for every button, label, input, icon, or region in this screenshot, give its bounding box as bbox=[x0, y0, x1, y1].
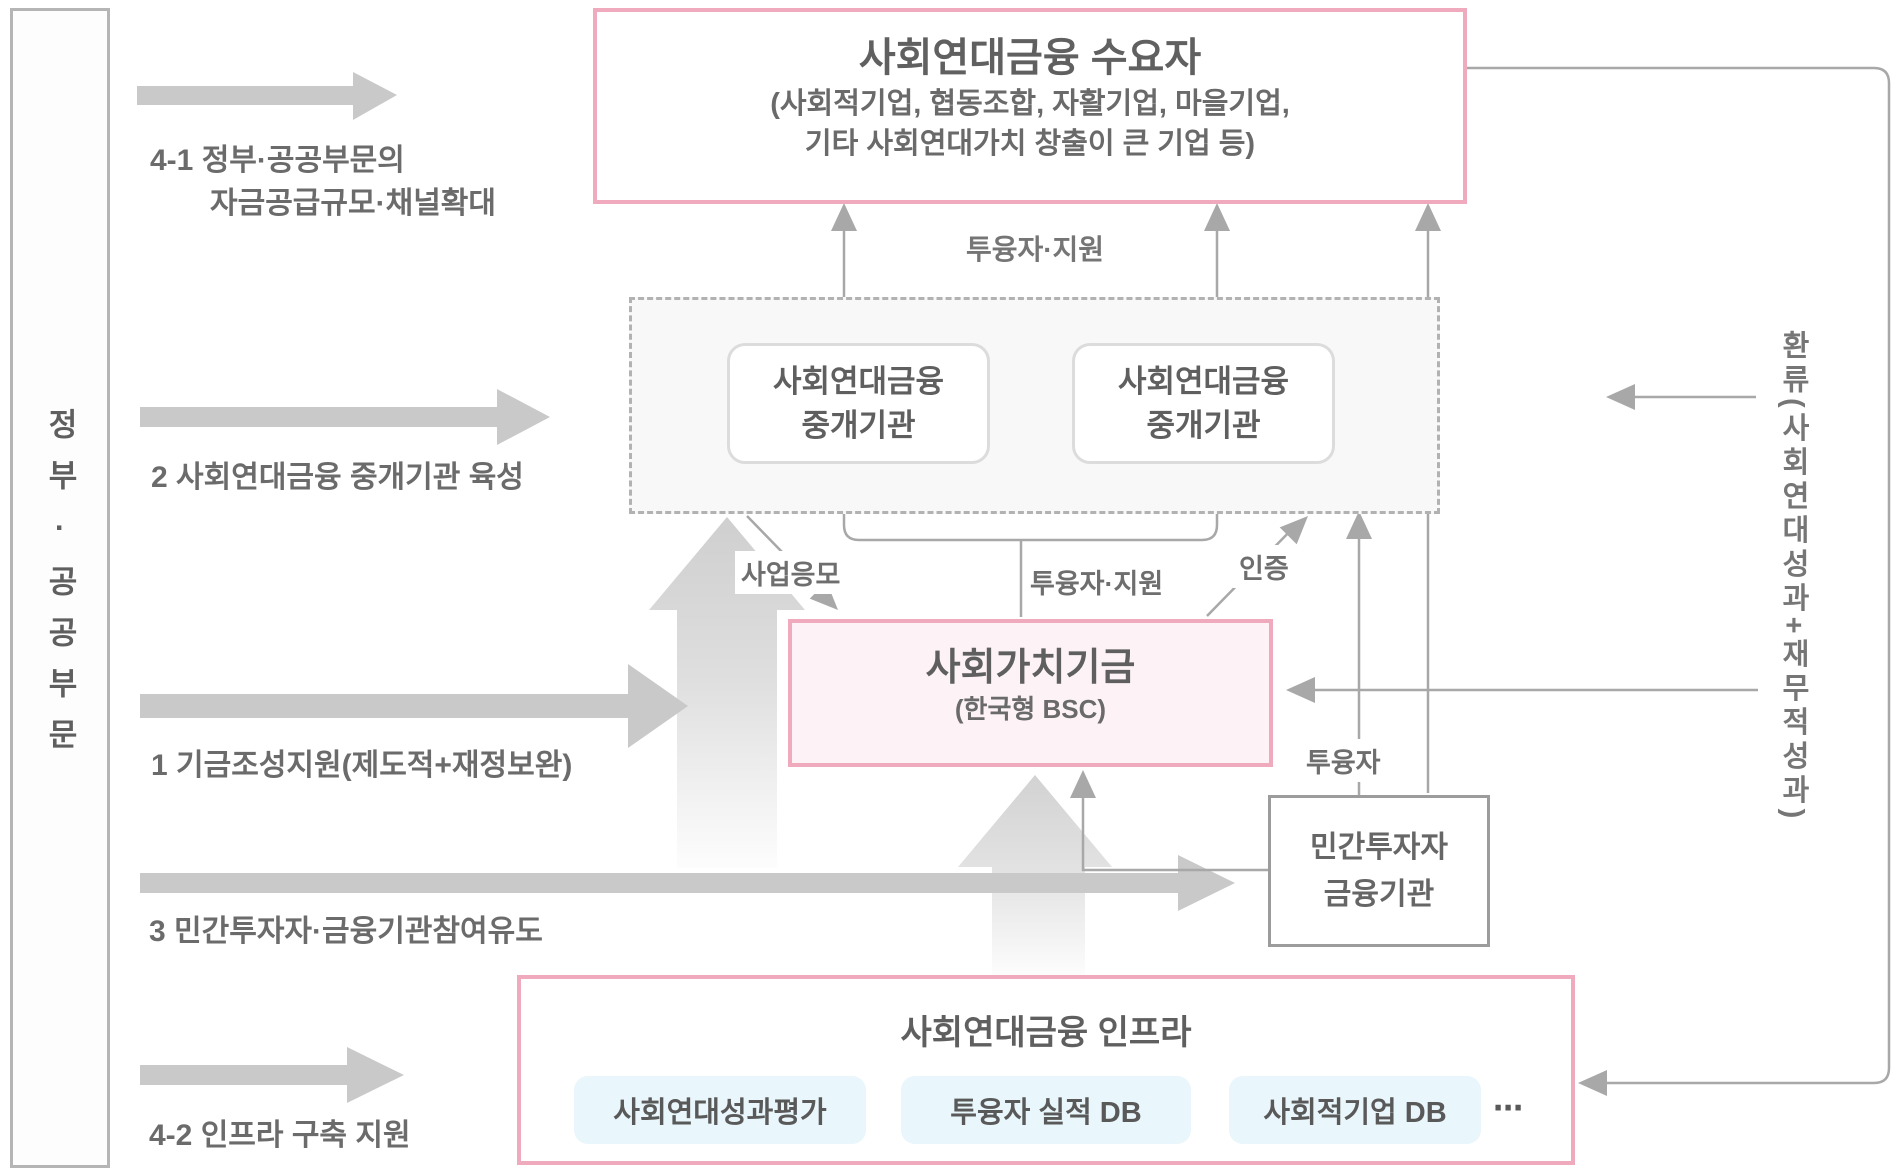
fund-box-title: 사회가치기금 bbox=[925, 647, 1136, 689]
infra-box-title: 사회연대금융 인프라 bbox=[900, 1014, 1192, 1052]
gov-action-2: 2 사회연대금융 중개기관 육성 bbox=[151, 461, 524, 494]
infra-box: 사회연대금융 인프라 사회연대성과평가 투융자 실적 DB 사회적기업 DB ⋯ bbox=[517, 975, 1575, 1165]
infra-chip-performance-eval: 사회연대성과평가 bbox=[574, 1076, 866, 1144]
infra-chip-social-enterprise-db: 사회적기업 DB bbox=[1229, 1076, 1481, 1144]
fund-box: 사회가치기금 (한국형 BSC) bbox=[788, 619, 1273, 767]
gov-action-4-1-line1: 4-1 정부·공공부문의 bbox=[150, 144, 405, 177]
demand-box-title: 사회연대금융 수요자 bbox=[858, 36, 1202, 80]
gov-arrow-4-2 bbox=[140, 1047, 404, 1103]
big-arrow-infra-to-fund bbox=[958, 775, 1112, 985]
gov-arrow-2 bbox=[140, 389, 550, 445]
arrowhead-invest bbox=[1346, 511, 1372, 539]
private-box-line1: 민간투자자 bbox=[1310, 831, 1448, 864]
intermediary-left-line1: 사회연대금융 bbox=[772, 363, 945, 399]
gov-arrow-3 bbox=[140, 855, 1235, 911]
private-investor-box: 민간투자자 금융기관 bbox=[1268, 795, 1490, 947]
label-apply: 사업응모 bbox=[735, 551, 847, 594]
arrowhead-private-to-fund bbox=[1070, 770, 1096, 798]
arrowhead-up-demand-left bbox=[831, 203, 857, 231]
label-invest-support-mid: 투융자·지원 bbox=[1030, 569, 1164, 599]
loop-demand-to-infra bbox=[1467, 66, 1891, 1085]
line-private-to-fund bbox=[1081, 796, 1268, 872]
infra-ellipsis: ⋯ bbox=[1493, 1092, 1523, 1125]
label-certification: 인증 bbox=[1233, 545, 1295, 588]
demand-box-subtitle-2: 기타 사회연대가치 창출이 큰 기업 등) bbox=[804, 128, 1256, 160]
government-sidebar-label: 정부·공공부문 bbox=[42, 407, 78, 769]
arrowhead-loop-infra bbox=[1578, 1070, 1607, 1096]
intermediary-box-right: 사회연대금융 중개기관 bbox=[1072, 343, 1335, 464]
label-invest: 투융자 bbox=[1300, 739, 1387, 782]
gov-action-1: 1 기금조성지원(제도적+재정보완) bbox=[151, 749, 573, 782]
demand-box-subtitle-1: (사회적기업, 협동조합, 자활기업, 마을기업, bbox=[770, 88, 1290, 120]
gov-arrow-1 bbox=[140, 664, 688, 748]
gov-arrow-4-1 bbox=[137, 72, 397, 120]
arrowhead-up-demand-mid bbox=[1204, 203, 1230, 231]
intermediary-right-line2: 중개기관 bbox=[1146, 407, 1261, 443]
label-invest-support-top: 투융자·지원 bbox=[965, 234, 1105, 265]
infra-chip-invest-record-db: 투융자 실적 DB bbox=[901, 1076, 1191, 1144]
gov-action-3: 3 민간투자자·금융기관참여유도 bbox=[149, 915, 543, 948]
government-sidebar: 정부·공공부문 bbox=[10, 8, 110, 1168]
arrowhead-up-demand-right bbox=[1415, 203, 1441, 231]
gov-action-4-2: 4-2 인프라 구축 지원 bbox=[149, 1119, 411, 1152]
private-box-line2: 금융기관 bbox=[1323, 878, 1435, 911]
arrowhead-feedback-fund bbox=[1286, 677, 1315, 703]
fund-box-subtitle: (한국형 BSC) bbox=[954, 694, 1107, 724]
label-feedback-vertical: 환류(사회연대성과+재무적성과) bbox=[1777, 330, 1809, 824]
demand-box: 사회연대금융 수요자 (사회적기업, 협동조합, 자활기업, 마을기업, 기타 … bbox=[593, 8, 1467, 204]
intermediary-box-left: 사회연대금융 중개기관 bbox=[727, 343, 990, 464]
gov-action-4-1-line2: 자금공급규모·채널확대 bbox=[210, 187, 496, 220]
intermediary-left-line2: 중개기관 bbox=[801, 407, 916, 443]
arrowhead-feedback-intermediaries bbox=[1606, 384, 1635, 410]
intermediary-right-line1: 사회연대금융 bbox=[1117, 363, 1290, 399]
